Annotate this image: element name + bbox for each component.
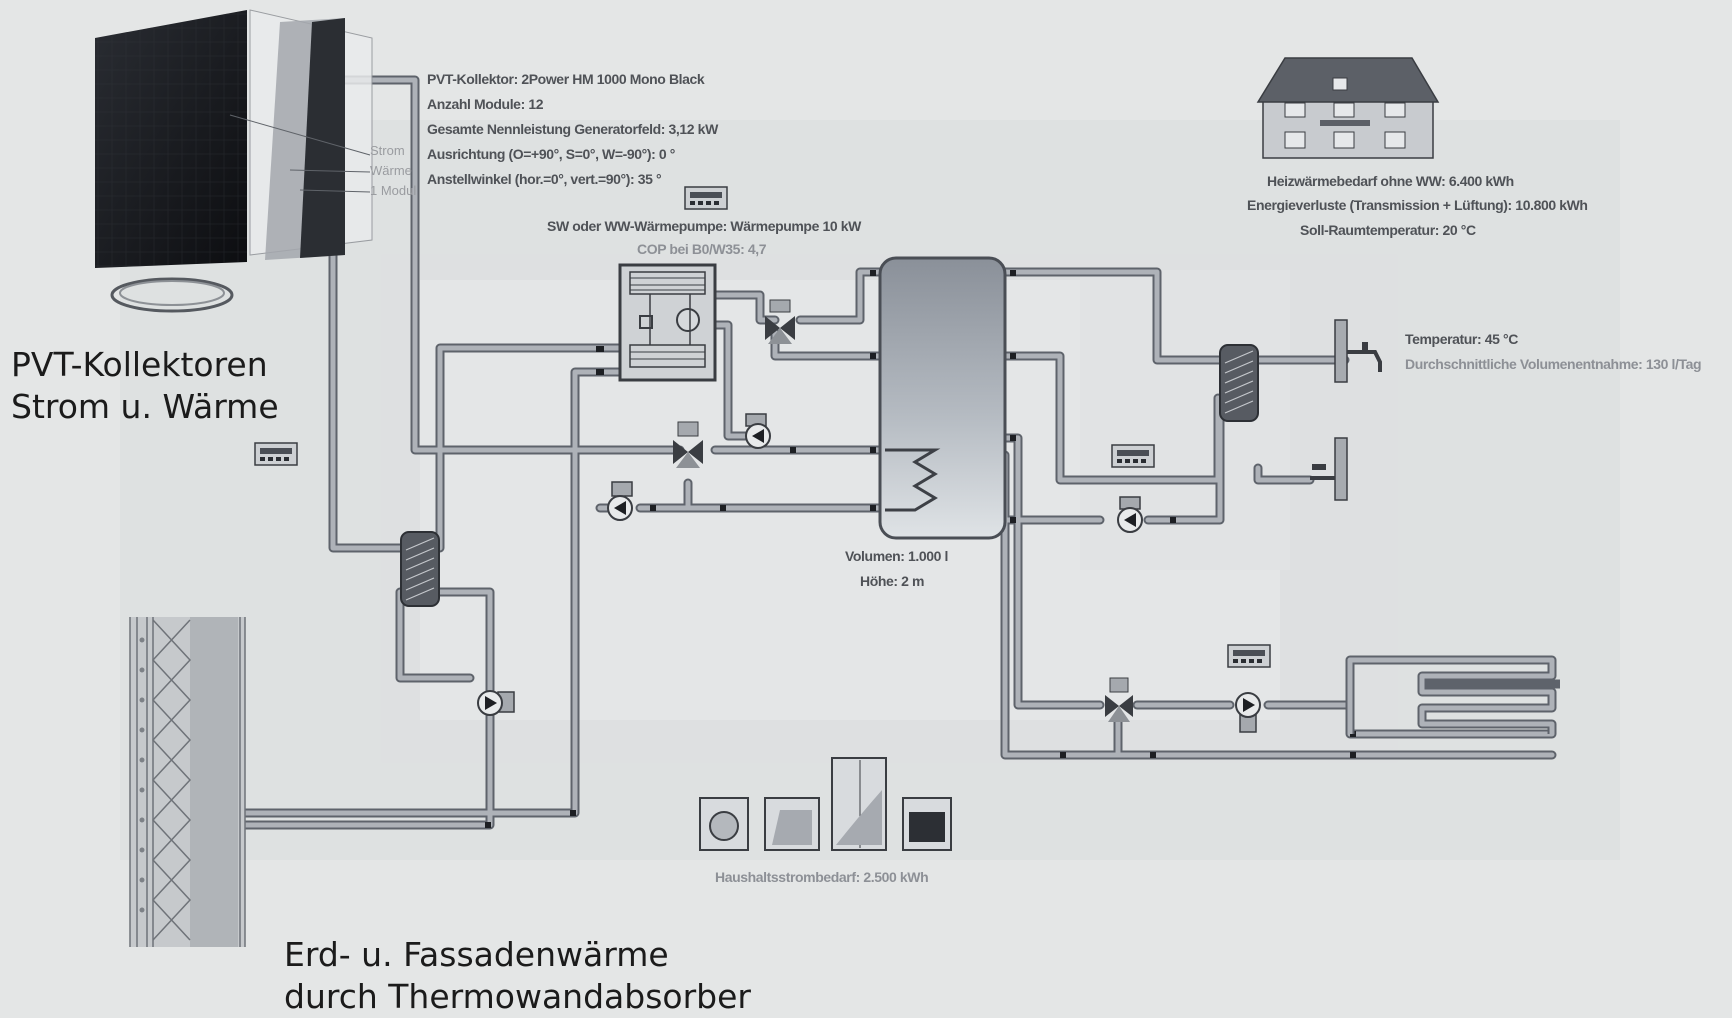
three-way-valve-heating bbox=[1105, 677, 1133, 722]
washing-machine-icon bbox=[699, 797, 749, 851]
pvt-collector-type: PVT-Kollektor: 2Power HM 1000 Mono Black bbox=[427, 71, 705, 87]
pvt-collector-panels bbox=[95, 9, 373, 313]
pump-hot-water bbox=[1117, 496, 1143, 533]
water-tap-upper bbox=[1334, 319, 1382, 383]
pump-storage-loading bbox=[607, 481, 633, 521]
house-heat-demand: Heizwärmebedarf ohne WW: 6.400 kWh bbox=[1267, 173, 1514, 189]
pump-heat-pump-source bbox=[745, 413, 771, 449]
hot-water-heat-exchanger bbox=[1219, 344, 1259, 422]
storage-tank bbox=[878, 256, 1007, 540]
underfloor-heating-coil bbox=[1345, 655, 1560, 734]
controller-hot-water bbox=[1111, 444, 1155, 468]
hot-water-volume: Durchschnittliche Volumenentnahme: 130 l… bbox=[1405, 356, 1702, 372]
controller-heating bbox=[1227, 644, 1271, 668]
facade-absorber bbox=[129, 617, 246, 947]
three-way-valve-heat-pump bbox=[765, 299, 795, 344]
storage-volume: Volumen: 1.000 l bbox=[845, 548, 949, 564]
caption-ground-line1: Erd- u. Fassadenwärme bbox=[284, 935, 669, 974]
storage-height: Höhe: 2 m bbox=[860, 573, 925, 589]
hot-water-temperature: Temperatur: 45 °C bbox=[1405, 331, 1518, 347]
heat-pump-unit bbox=[618, 263, 717, 382]
heat-pump-title: SW oder WW-Wärmepumpe: Wärmepumpe 10 kW bbox=[547, 218, 861, 234]
caption-ground-line2: durch Thermowandabsorber bbox=[284, 977, 751, 1016]
water-tap-lower bbox=[1310, 437, 1348, 501]
pvt-tilt-angle: Anstellwinkel (hor.=0°, vert.=90°): 35 ° bbox=[427, 171, 662, 187]
controller-heat-pump bbox=[684, 186, 728, 210]
pump-heating-circuit bbox=[1235, 692, 1261, 733]
caption-pvt-line2: Strom u. Wärme bbox=[11, 387, 279, 426]
pvt-module-count: Anzahl Module: 12 bbox=[427, 96, 544, 112]
pvt-heat-exchanger bbox=[400, 531, 440, 607]
household-power-demand: Haushaltsstrombedarf: 2.500 kWh bbox=[715, 869, 929, 885]
fridge-icon bbox=[831, 757, 887, 851]
three-way-valve-storage bbox=[673, 421, 703, 468]
oven-icon bbox=[902, 797, 952, 851]
controller-pvt bbox=[254, 442, 298, 466]
house-energy-losses: Energieverluste (Transmission + Lüftung)… bbox=[1247, 197, 1588, 213]
heat-pump-cop: COP bei B0/W35: 4,7 bbox=[637, 241, 767, 257]
pvt-orientation: Ausrichtung (O=+90°, S=0°, W=-90°): 0 ° bbox=[427, 146, 675, 162]
pvt-side-label-module: 1 Modul bbox=[370, 183, 417, 198]
caption-pvt-line1: PVT-Kollektoren bbox=[11, 345, 268, 384]
house-icon bbox=[1256, 57, 1440, 159]
dishwasher-icon bbox=[764, 797, 820, 851]
pvt-side-label-heat: Wärme bbox=[370, 163, 412, 178]
house-room-temperature: Soll-Raumtemperatur: 20 °C bbox=[1300, 222, 1476, 238]
pump-pvt bbox=[477, 690, 515, 716]
pvt-side-label-power: Strom bbox=[370, 143, 405, 158]
pvt-total-power: Gesamte Nennleistung Generatorfeld: 3,12… bbox=[427, 121, 718, 137]
